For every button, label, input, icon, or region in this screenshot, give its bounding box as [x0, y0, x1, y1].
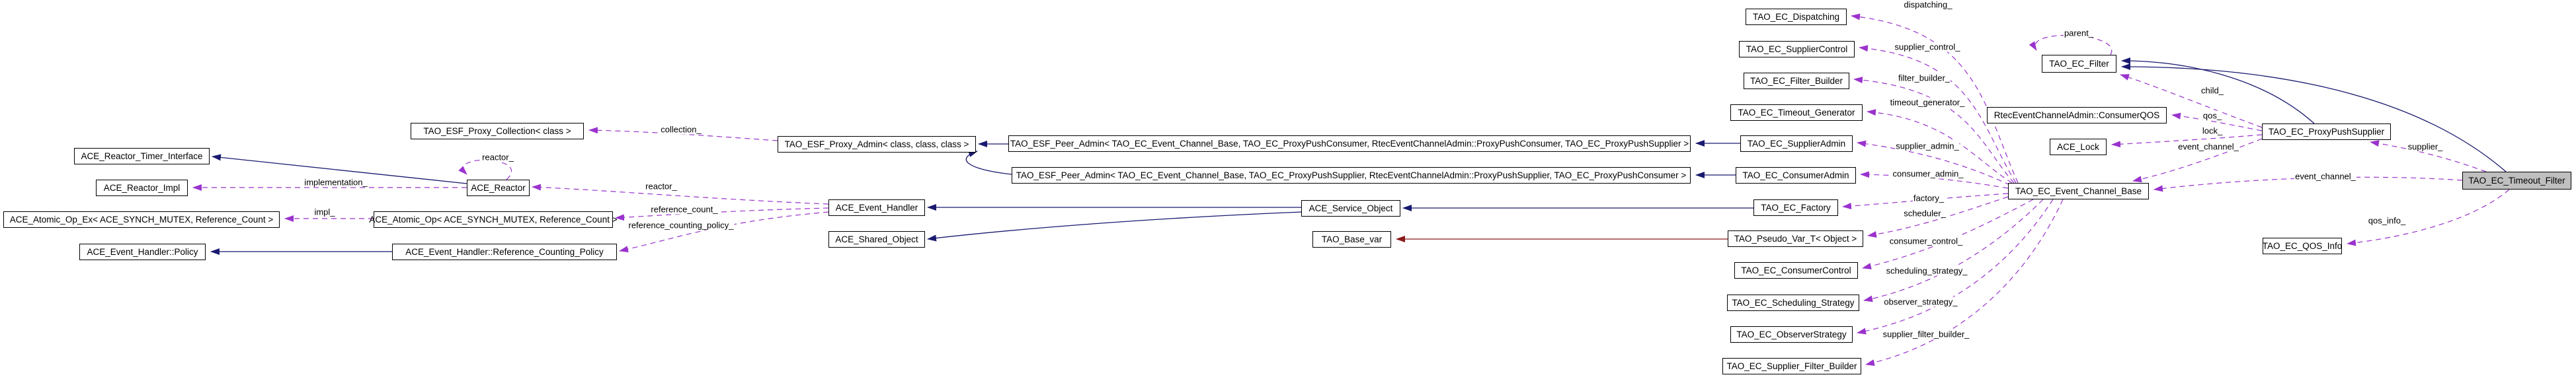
- edge-event-channel-pps: [2132, 138, 2263, 183]
- edge-filter-builder: [1853, 77, 2015, 184]
- edge-filter-parent-self-loop: [2029, 34, 2113, 55]
- edge-timeout-filter-to-filter: [2121, 63, 2507, 172]
- edge-qos-info: [2347, 189, 2510, 246]
- class-node-tao-ec-suppliercontrol[interactable]: TAO_EC_SupplierControl: [1739, 41, 1855, 57]
- edge-consumer-control: [1862, 199, 2034, 269]
- edge-label-supplier-filter-builder: supplier_filter_builder_: [1882, 329, 1970, 339]
- class-node-tao-ec-supplier-filter-builder[interactable]: TAO_EC_Supplier_Filter_Builder: [1722, 358, 1861, 374]
- edge-label-dispatching: dispatching_: [1903, 0, 1953, 10]
- edge-label-reactor: reactor_: [481, 152, 514, 162]
- edge-observer-strategy: [1857, 199, 2054, 335]
- class-node-ace-lock[interactable]: ACE_Lock: [2050, 139, 2107, 155]
- edge-label-implementation: implementation_: [303, 177, 368, 188]
- class-node-tao-ec-factory[interactable]: TAO_EC_Factory: [1753, 199, 1838, 216]
- edge-label-event-channel: event_channel_: [2177, 141, 2239, 152]
- class-node-tao-esf-proxy-collection[interactable]: TAO_ESF_Proxy_Collection< class >: [411, 123, 584, 139]
- class-node-ace-reactor[interactable]: ACE_Reactor: [467, 180, 530, 196]
- class-node-ace-atomic-op-ex[interactable]: ACE_Atomic_Op_Ex< ACE_SYNCH_MUTEX, Refer…: [3, 211, 280, 228]
- edge-label-consumer-control: consumer_control_: [1888, 236, 1964, 246]
- edge-label-reactor: reactor_: [645, 181, 678, 192]
- edge-qos: [2171, 112, 2263, 131]
- edge-label-factory: factory_: [1912, 193, 1945, 203]
- edge-reactor-to-timer-interface: [212, 154, 467, 184]
- edge-label-impl: impl_: [313, 207, 336, 217]
- class-node-ace-event-handler[interactable]: ACE_Event_Handler: [828, 199, 925, 216]
- edge-label-child: child_: [2200, 85, 2224, 96]
- edge-peer-admin-supplier-to-proxy-admin: [965, 151, 1012, 175]
- edge-label-event-channel: event_channel_: [2294, 171, 2356, 182]
- edge-child: [2120, 74, 2263, 128]
- edge-label-scheduler: scheduler_: [1903, 208, 1947, 219]
- edge-label-parent: parent_: [2063, 28, 2095, 38]
- class-node-tao-ec-dispatching[interactable]: TAO_EC_Dispatching: [1746, 9, 1847, 25]
- class-node-tao-ec-qos-info[interactable]: TAO_EC_QOS_Info: [2263, 238, 2342, 254]
- class-node-ace-event-handler-policy[interactable]: ACE_Event_Handler::Policy: [79, 244, 206, 260]
- class-node-ace-reactor-impl[interactable]: ACE_Reactor_Impl: [96, 180, 188, 196]
- class-node-tao-esf-peer-admin-consumer[interactable]: TAO_ESF_Peer_Admin< TAO_EC_Event_Channel…: [1008, 135, 1691, 152]
- class-node-tao-ec-proxypushsupplier[interactable]: TAO_EC_ProxyPushSupplier: [2262, 123, 2391, 140]
- edge-proxypushsupplier-to-filter: [2121, 57, 2315, 124]
- class-node-tao-ec-timeout-filter[interactable]: TAO_EC_Timeout_Filter: [2462, 172, 2571, 190]
- edge-supplier-control: [1859, 45, 2017, 184]
- class-node-ace-reactor-timer-interface[interactable]: ACE_Reactor_Timer_Interface: [74, 148, 210, 164]
- edge-label-reference-count: reference_count_: [650, 204, 719, 215]
- edge-label-supplier-admin: supplier_admin_: [1895, 141, 1960, 151]
- class-node-tao-ec-scheduling-strategy[interactable]: TAO_EC_Scheduling_Strategy: [1727, 295, 1859, 311]
- edge-lock: [2111, 134, 2263, 148]
- class-node-tao-esf-peer-admin-supplier[interactable]: TAO_ESF_Peer_Admin< TAO_EC_Event_Channel…: [1012, 167, 1691, 184]
- edge-event-handler-reactor: [532, 184, 829, 205]
- edge-label-collection: collection_: [660, 124, 702, 135]
- class-node-ace-shared-object[interactable]: ACE_Shared_Object: [828, 231, 925, 248]
- edge-label-observer-strategy: observer_strategy_: [1883, 297, 1958, 307]
- class-node-tao-ec-supplieradmin[interactable]: TAO_EC_SupplierAdmin: [1740, 135, 1853, 152]
- edge-label-supplier: supplier_: [2407, 141, 2444, 152]
- edge-event-channel-tf: [2153, 176, 2463, 192]
- class-node-tao-esf-proxy-admin[interactable]: TAO_ESF_Proxy_Admin< class, class, class…: [778, 136, 976, 153]
- edge-reactor-self-loop: [458, 159, 512, 180]
- edge-label-qos-info: qos_info_: [2367, 215, 2407, 226]
- edge-reference-counting-policy: [619, 211, 829, 253]
- edge-label-lock: lock_: [2201, 125, 2224, 136]
- class-node-ace-event-handler-rcp[interactable]: ACE_Event_Handler::Reference_Counting_Po…: [392, 244, 617, 260]
- edge-supplier-admin: [1857, 140, 2011, 186]
- edge-label-filter-builder: filter_builder_: [1897, 73, 1951, 83]
- class-node-tao-ec-filter-builder[interactable]: TAO_EC_Filter_Builder: [1744, 73, 1849, 89]
- edge-factory: [1842, 193, 2009, 210]
- edge-supplier-filter-builder: [1865, 199, 2064, 367]
- class-node-tao-ec-event-channel-base[interactable]: TAO_EC_Event_Channel_Base: [2008, 183, 2149, 199]
- edge-label-reference-counting-policy: reference_counting_policy_: [627, 220, 735, 230]
- class-node-tao-ec-filter[interactable]: TAO_EC_Filter: [2042, 55, 2116, 73]
- edge-scheduling-strategy: [1863, 199, 2044, 302]
- class-node-tao-ec-timeout-generator[interactable]: TAO_EC_Timeout_Generator: [1730, 104, 1863, 121]
- edge-label-consumer-admin: consumer_admin_: [1892, 168, 1964, 179]
- class-node-tao-pseudo-var-t[interactable]: TAO_Pseudo_Var_T< Object >: [1728, 230, 1863, 247]
- edge-service-object-to-shared-object: [927, 211, 1302, 242]
- class-node-ace-atomic-op[interactable]: ACE_Atomic_Op< ACE_SYNCH_MUTEX, Referenc…: [369, 211, 618, 228]
- edge-reference-count: [615, 207, 829, 221]
- class-node-ace-service-object[interactable]: ACE_Service_Object: [1301, 200, 1400, 217]
- class-node-tao-base-var[interactable]: TAO_Base_var: [1312, 231, 1391, 248]
- class-node-rtec-consumerqos[interactable]: RtecEventChannelAdmin::ConsumerQOS: [1987, 107, 2167, 123]
- edge-label-supplier-control: supplier_control_: [1894, 42, 1961, 52]
- class-node-tao-ec-consumercontrol[interactable]: TAO_EC_ConsumerControl: [1734, 262, 1858, 279]
- class-node-tao-ec-observerstrategy[interactable]: TAO_EC_ObserverStrategy: [1730, 326, 1853, 343]
- edge-label-qos: qos_: [2202, 110, 2223, 121]
- class-node-tao-ec-consumeradmin[interactable]: TAO_EC_ConsumerAdmin: [1736, 167, 1856, 184]
- edge-supplier: [2370, 140, 2487, 172]
- edge-label-scheduling-strategy: scheduling_strategy_: [1885, 265, 1968, 276]
- edge-label-timeout-generator: timeout_generator_: [1889, 97, 1966, 108]
